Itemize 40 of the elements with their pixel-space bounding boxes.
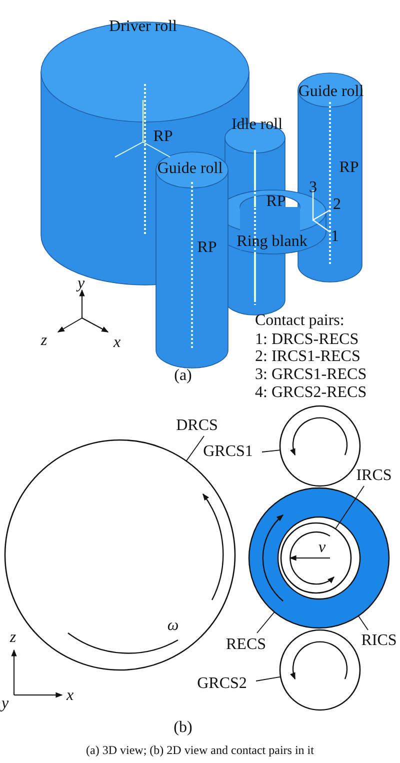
part-label: GRCS1 [203, 444, 253, 460]
legend-heading: Contact pairs: [255, 313, 344, 329]
part-label: IRCS [356, 468, 392, 484]
contact-pair-text: 1: DRCS-RECS [255, 332, 359, 348]
reference-point-label: RP [197, 240, 217, 256]
contact-pair-text: 3: GRCS1-RECS [255, 367, 367, 383]
part-label: RICS [361, 633, 397, 649]
idle-roll-circle [280, 522, 352, 594]
axis-label: z [10, 630, 16, 646]
reference-point-label: RP [266, 194, 286, 210]
angular-velocity-label: ω [167, 618, 179, 634]
part-label: Guide roll [157, 161, 223, 177]
axis-label: z [40, 333, 48, 349]
caption: (a) 3D view; (b) 2D view and contact pairs in it [86, 744, 314, 756]
leader-line [256, 612, 275, 634]
axis-label: 3 [309, 180, 317, 196]
leader-line [256, 676, 282, 682]
contact-pair-text: 4: GRCS2-RECS [255, 385, 367, 401]
panel-label: (a) [174, 368, 192, 384]
leader-line [186, 436, 204, 462]
axis-label: 1 [331, 229, 339, 245]
axis-label: 2 [333, 197, 341, 213]
part-label: DRCS [176, 418, 218, 434]
axis-label: x [113, 335, 121, 351]
part-label: Driver roll [109, 19, 177, 35]
part-label: RECS [226, 637, 266, 653]
panel-label: (b) [174, 720, 192, 736]
contact-pair-text: 2: IRCS1-RECS [255, 349, 360, 365]
part-label: GRCS2 [197, 676, 247, 692]
part-label: Ring blank [236, 234, 308, 250]
leader-line [262, 450, 281, 452]
ring-blank [248, 488, 390, 628]
axis-label: y [1, 696, 9, 712]
axis-label: y [77, 276, 85, 292]
reference-point-label: RP [339, 160, 359, 176]
axis-label: x [66, 688, 74, 704]
leader-line [358, 615, 368, 630]
reference-point-label: RP [153, 129, 173, 145]
guide-roll-circle [279, 629, 361, 711]
velocity-label: v [318, 540, 326, 556]
